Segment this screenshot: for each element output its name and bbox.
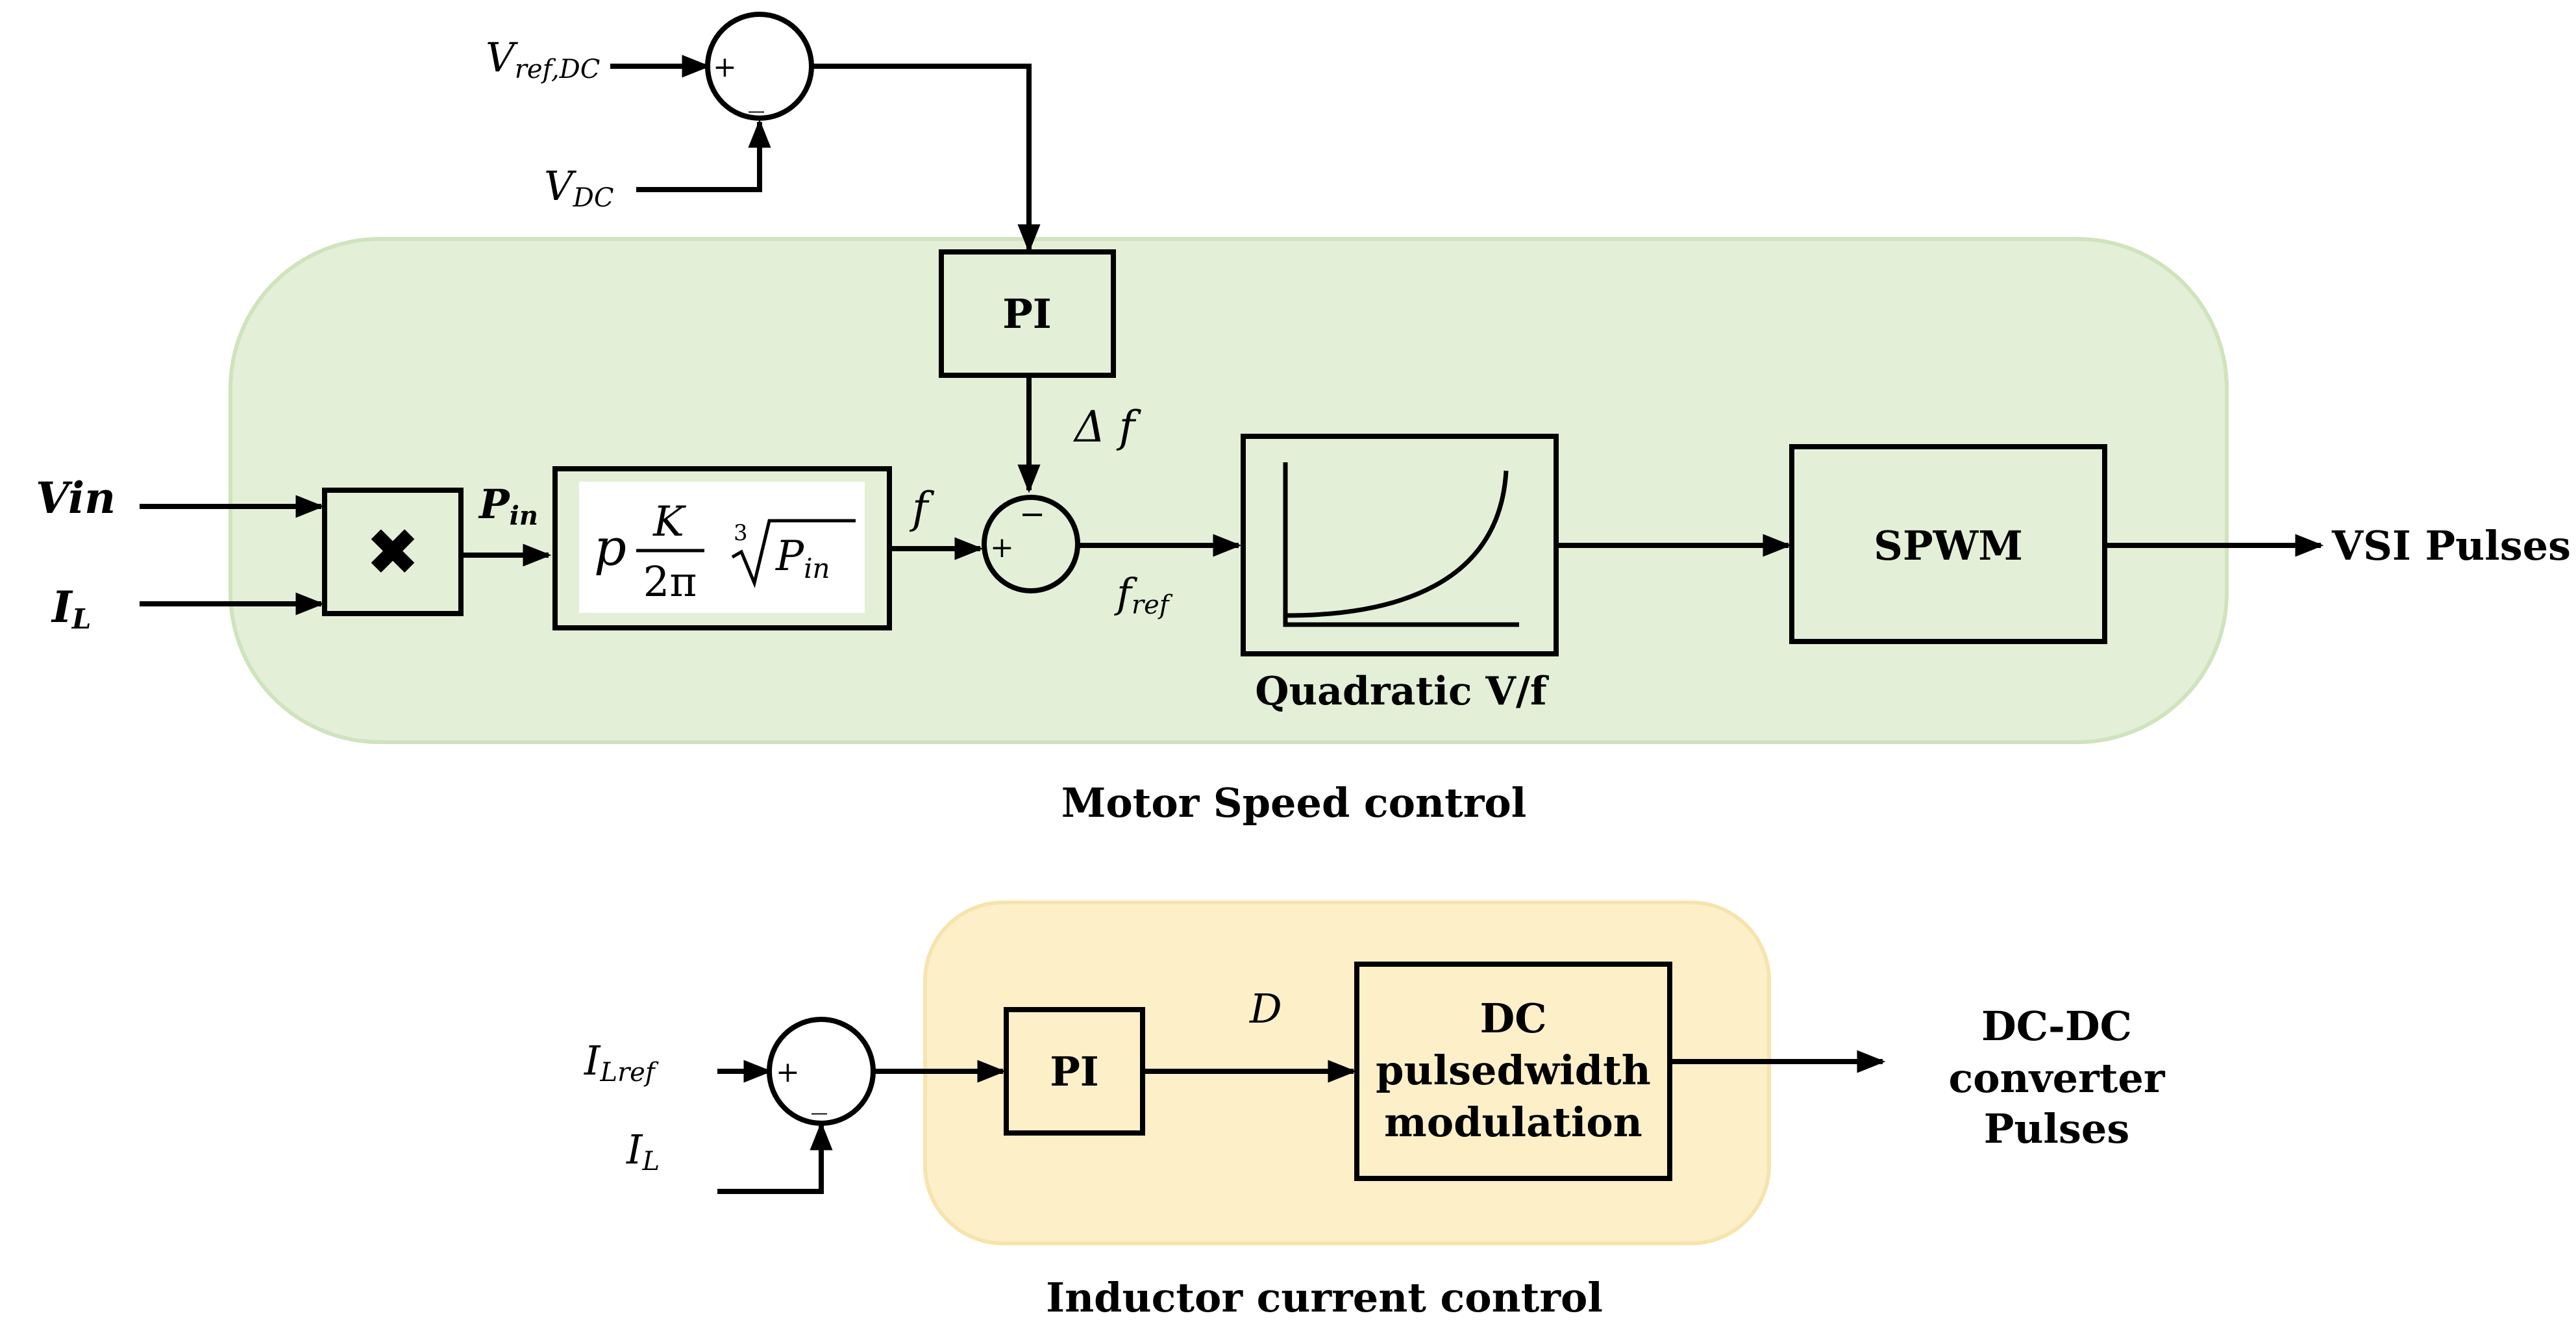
quadratic-vf-curve-icon bbox=[1283, 462, 1519, 627]
quadratic-vf-label: Quadratic V/f bbox=[1255, 669, 1550, 714]
inductor-sum-plus: + bbox=[776, 1056, 800, 1089]
formula-p: p bbox=[594, 519, 626, 577]
vdc-label: VDC bbox=[544, 162, 613, 213]
speed-formula-background bbox=[579, 482, 865, 613]
dcdc-output-line-2: converter bbox=[1948, 1054, 2165, 1102]
fref-label: fref bbox=[1114, 569, 1173, 620]
ilref-label: ILref bbox=[584, 1037, 659, 1088]
top-summing-loop: Vref,DC VDC + _ bbox=[486, 12, 1041, 253]
inductor-pi-label: PI bbox=[1050, 1048, 1099, 1095]
formula-root-index: 3 bbox=[734, 520, 748, 546]
pin-label: Pin bbox=[478, 480, 538, 531]
motor-pi-label: PI bbox=[1002, 290, 1052, 338]
top-sum-plus: + bbox=[713, 51, 737, 84]
top-sum-to-pi-wire bbox=[811, 64, 1041, 253]
speed-sum-plus: + bbox=[990, 531, 1014, 564]
motor-speed-region-label: Motor Speed control bbox=[1061, 779, 1527, 827]
il-feedback-wire bbox=[717, 1121, 833, 1194]
il-feedback-label: IL bbox=[626, 1126, 660, 1176]
il-input-label: IL bbox=[51, 582, 91, 635]
dc-pwm-line-3: modulation bbox=[1384, 1099, 1642, 1146]
speed-formula: p K 2π 3 Pin bbox=[594, 498, 856, 606]
dcdc-output-line-3: Pulses bbox=[1984, 1105, 2130, 1152]
spwm-label: SPWM bbox=[1874, 522, 2023, 569]
motor-speed-control: PI Δ f Vin IL ✖ Pin p K 2π 3 Pin bbox=[36, 249, 2571, 827]
top-sum-minus: _ bbox=[749, 77, 764, 113]
duty-cycle-label: D bbox=[1249, 985, 1282, 1032]
multiply-icon: ✖ bbox=[365, 514, 420, 590]
inductor-sum-minus: _ bbox=[811, 1078, 827, 1115]
formula-radical-sign bbox=[731, 519, 856, 589]
vsi-pulses-label: VSI Pulses bbox=[2331, 522, 2571, 569]
vref-dc-label: Vref,DC bbox=[486, 34, 600, 84]
vdc-wire bbox=[636, 119, 771, 192]
formula-denominator: 2π bbox=[643, 558, 697, 606]
speed-sum-minus: − bbox=[1019, 496, 1045, 532]
inductor-region-label: Inductor current control bbox=[1046, 1274, 1603, 1321]
dc-pwm-line-1: DC bbox=[1480, 995, 1546, 1042]
inductor-current-control: ILref IL + _ PI D DC pulsedwidth modulat… bbox=[584, 962, 2166, 1321]
formula-numerator: K bbox=[652, 498, 686, 546]
dcdc-output-line-1: DC-DC bbox=[1981, 1002, 2132, 1050]
motor-speed-control-region bbox=[229, 237, 2229, 744]
formula-radicand: Pin bbox=[775, 532, 830, 584]
dc-pwm-line-2: pulsedwidth bbox=[1376, 1047, 1651, 1094]
multiplier-block bbox=[322, 488, 464, 616]
dc-pwm-block bbox=[1354, 962, 1672, 1181]
vin-input-label: Vin bbox=[36, 473, 116, 523]
delta-f-label: Δ f bbox=[1072, 402, 1142, 452]
